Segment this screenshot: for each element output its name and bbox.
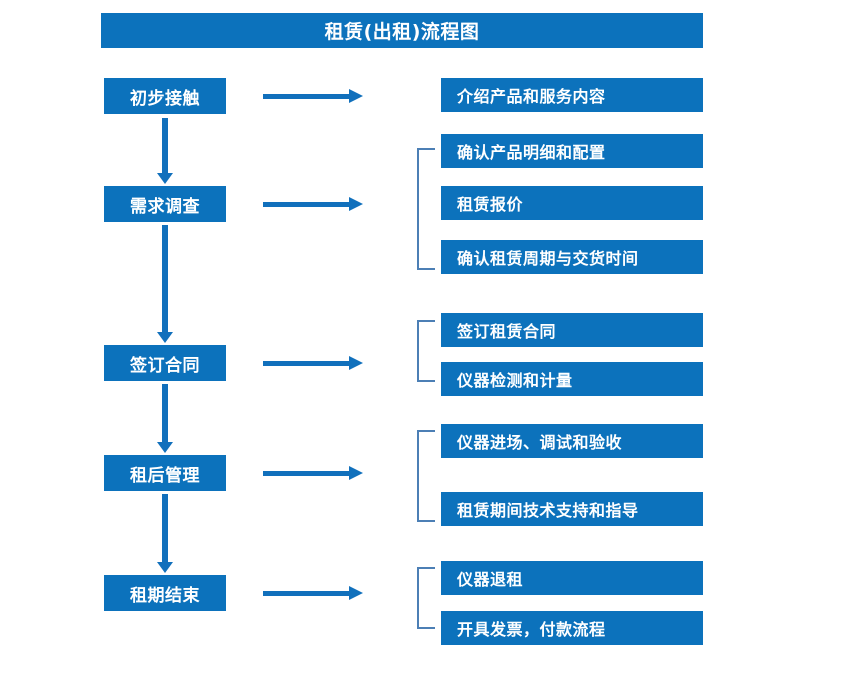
detail-box-9[interactable]: 仪器退租	[441, 561, 703, 595]
stage-box-3[interactable]: 签订合同	[104, 345, 226, 381]
detail-box-2[interactable]: 确认产品明细和配置	[441, 134, 703, 168]
detail-box-1[interactable]: 介绍产品和服务内容	[441, 78, 703, 112]
vertical-arrow-1	[157, 118, 173, 184]
stage-box-5[interactable]: 租期结束	[104, 575, 226, 611]
detail-box-4[interactable]: 确认租赁周期与交货时间	[441, 240, 703, 274]
detail-box-8[interactable]: 租赁期间技术支持和指导	[441, 492, 703, 526]
stage-box-2[interactable]: 需求调查	[104, 186, 226, 222]
stage-box-4[interactable]: 租后管理	[104, 455, 226, 491]
group-bracket-4	[417, 567, 435, 629]
group-bracket-3	[417, 430, 435, 522]
detail-box-6[interactable]: 仪器检测和计量	[441, 362, 703, 396]
detail-box-10[interactable]: 开具发票，付款流程	[441, 611, 703, 645]
group-bracket-2	[417, 320, 435, 382]
vertical-arrow-4	[157, 494, 173, 573]
horizontal-arrow-3	[263, 356, 363, 370]
horizontal-arrow-4	[263, 466, 363, 480]
horizontal-arrow-2	[263, 197, 363, 211]
group-bracket-1	[417, 148, 435, 270]
horizontal-arrow-5	[263, 586, 363, 600]
detail-box-5[interactable]: 签订租赁合同	[441, 313, 703, 347]
detail-box-7[interactable]: 仪器进场、调试和验收	[441, 424, 703, 458]
vertical-arrow-3	[157, 384, 173, 453]
horizontal-arrow-1	[263, 89, 363, 103]
detail-box-3[interactable]: 租赁报价	[441, 186, 703, 220]
flowchart-title: 租赁(出租)流程图	[101, 13, 703, 48]
vertical-arrow-2	[157, 225, 173, 343]
stage-box-1[interactable]: 初步接触	[104, 78, 226, 114]
